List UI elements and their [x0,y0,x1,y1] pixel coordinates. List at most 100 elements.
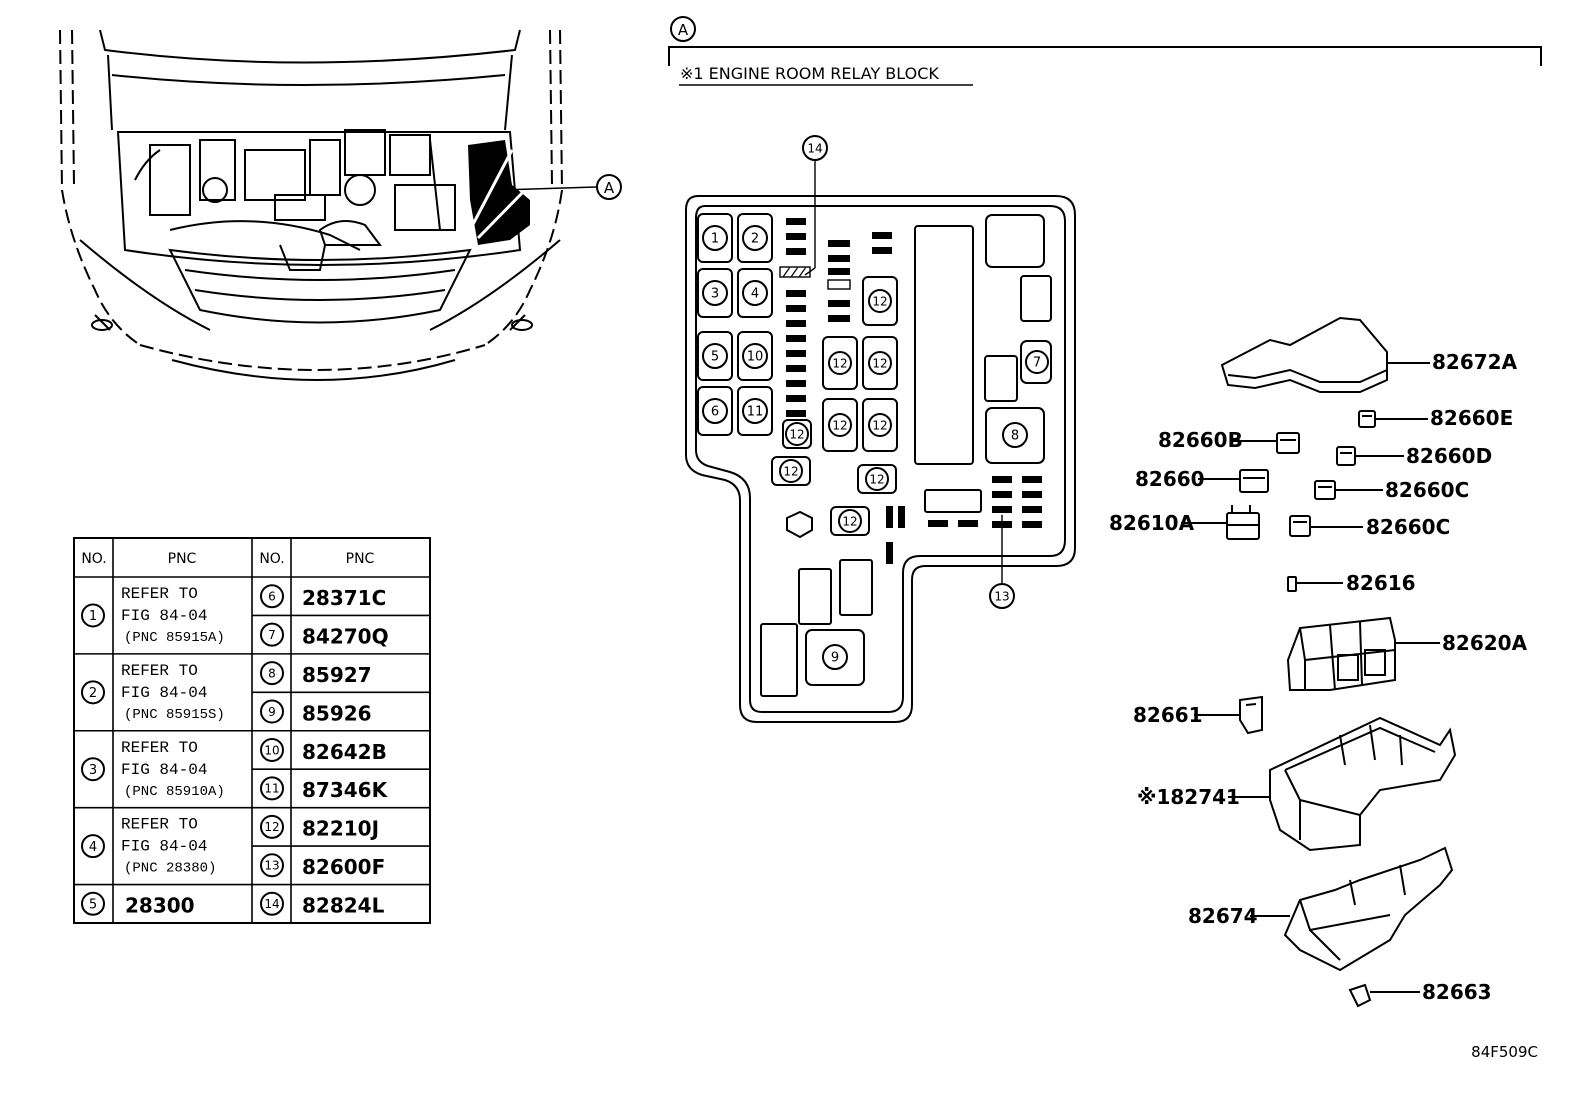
fuse-slot [828,255,850,262]
relay-12-callout-number: 12 [832,356,847,370]
relay-4-callout-number: 4 [751,287,759,302]
fuse-slot [1022,521,1042,528]
table-right-row-8-circle [260,661,284,686]
holder-82620A [1286,616,1396,691]
fuse-13-callout-number: 13 [994,589,1009,603]
table-right-pnc: 82210J [302,817,379,841]
relay-12-callout-number: 12 [789,427,804,441]
connector-82610A [1226,505,1260,540]
relay-5-callout-number: 5 [711,350,719,365]
relay-slot [798,568,832,625]
fuse-slot [1022,506,1042,513]
relay-5-callout-circle [702,343,728,369]
fuse-slot [886,542,893,564]
table-right-pnc: 87346K [302,778,389,802]
table-left-fig-line: FIG 84-04 [121,684,207,702]
relay-12-callout-number: 12 [832,418,847,432]
table-left-pnc: 28300 [125,894,195,918]
table-right-pnc: 85926 [302,701,372,725]
relay-12-callout-circle [838,509,862,533]
relay-slot [985,214,1045,268]
part-label-82672A: 82672A [1432,350,1518,374]
relay-7-callout-number: 7 [1033,356,1041,371]
part-label-82663: 82663 [1422,980,1492,1004]
section-bracket [668,46,1542,66]
car-callout-a-label: A [604,179,615,197]
table-right-row-13-number: 13 [264,859,279,873]
section-marker [670,16,696,42]
section-marker-label: A [678,21,689,39]
figure-id: 84F509C [1471,1043,1538,1061]
fuse-slot [958,520,978,527]
table-left-row-1-number: 1 [89,609,97,624]
table-left-row-2-circle [81,680,105,705]
fuse-slot [886,506,893,528]
fuse-slot [786,290,806,297]
relay-12-callout-number: 12 [842,514,857,528]
part-label-82661: 82661 [1133,703,1203,727]
exploded-parts [1181,316,1457,1008]
table-left-row-1-circle [81,603,105,628]
fuse-slot [786,248,806,255]
table-right-row-12-circle [260,814,284,839]
fuse-slot [786,305,806,312]
table-left-pnc-line: (PNC 85915S) [124,707,225,723]
connector-82660D [1336,446,1356,466]
relay-slot [760,623,798,697]
relay-block-case-82741 [1269,716,1457,852]
part-label-82660C_2: 82660C [1366,515,1450,539]
fuse-slot [786,218,806,225]
table-right-row-11-circle [260,776,284,801]
relay-10-callout-number: 10 [747,350,764,365]
fuse-slot [1022,491,1042,498]
clip-82663 [1348,983,1372,1008]
relay-12-callout-number: 12 [783,464,798,478]
connector-82660E [1358,410,1376,428]
relay-6-callout-circle [702,398,728,424]
relay-10-callout-circle [742,343,768,369]
fuse-slot [872,247,892,254]
relay-12-callout-circle [779,459,803,483]
clip-82661 [1239,695,1263,735]
relay-3-callout-number: 3 [711,287,719,302]
section-title: ※1 ENGINE ROOM RELAY BLOCK [680,64,939,83]
fuse-slot [786,380,806,387]
part-label-82674: 82674 [1188,904,1258,928]
relay-2-callout-circle [742,225,768,251]
table-left-row-4-circle [81,834,105,859]
table-right-pnc: 82642B [302,740,387,764]
relay-12-callout-circle [865,467,889,491]
table-right-row-7-circle [260,622,284,647]
fuse-14-callout-circle [802,135,828,161]
fuse-slot [786,335,806,342]
relay-12-callout-number: 12 [872,294,887,308]
table-header-pnc-left: PNC [168,551,197,567]
lower-case-82674 [1283,846,1454,972]
table-left-pnc-line: (PNC 85915A) [124,630,225,646]
table-right-row-14-circle [260,891,284,916]
part-label-82660D: 82660D [1406,444,1492,468]
relay-11-callout-number: 11 [747,405,764,420]
table-left-row-3-number: 3 [89,763,97,778]
relay-1-callout-number: 1 [711,232,719,247]
fuse-slot [828,300,850,307]
main-fuse-area [914,225,974,465]
relay-12-callout-circle [868,289,892,313]
relay-12-callout-number: 12 [869,472,884,486]
connector-82660C-2 [1289,515,1311,537]
hex-bolt [786,510,813,539]
table-left-refer-line: REFER TO [121,662,198,680]
table-right-row-10-number: 10 [264,743,279,757]
table-right-row-8-number: 8 [268,666,276,680]
fuse-slot [898,506,905,528]
table-right-row-9-number: 9 [268,705,276,719]
car-callout-leader [499,186,597,191]
fuse-slot [928,520,948,527]
relay-slot [924,489,982,513]
fuse-slot [786,233,806,240]
table-left-fig-line: FIG 84-04 [121,607,207,625]
relay-3-callout-circle [702,280,728,306]
fuse-slot [786,320,806,327]
fuse-slot [828,268,850,275]
